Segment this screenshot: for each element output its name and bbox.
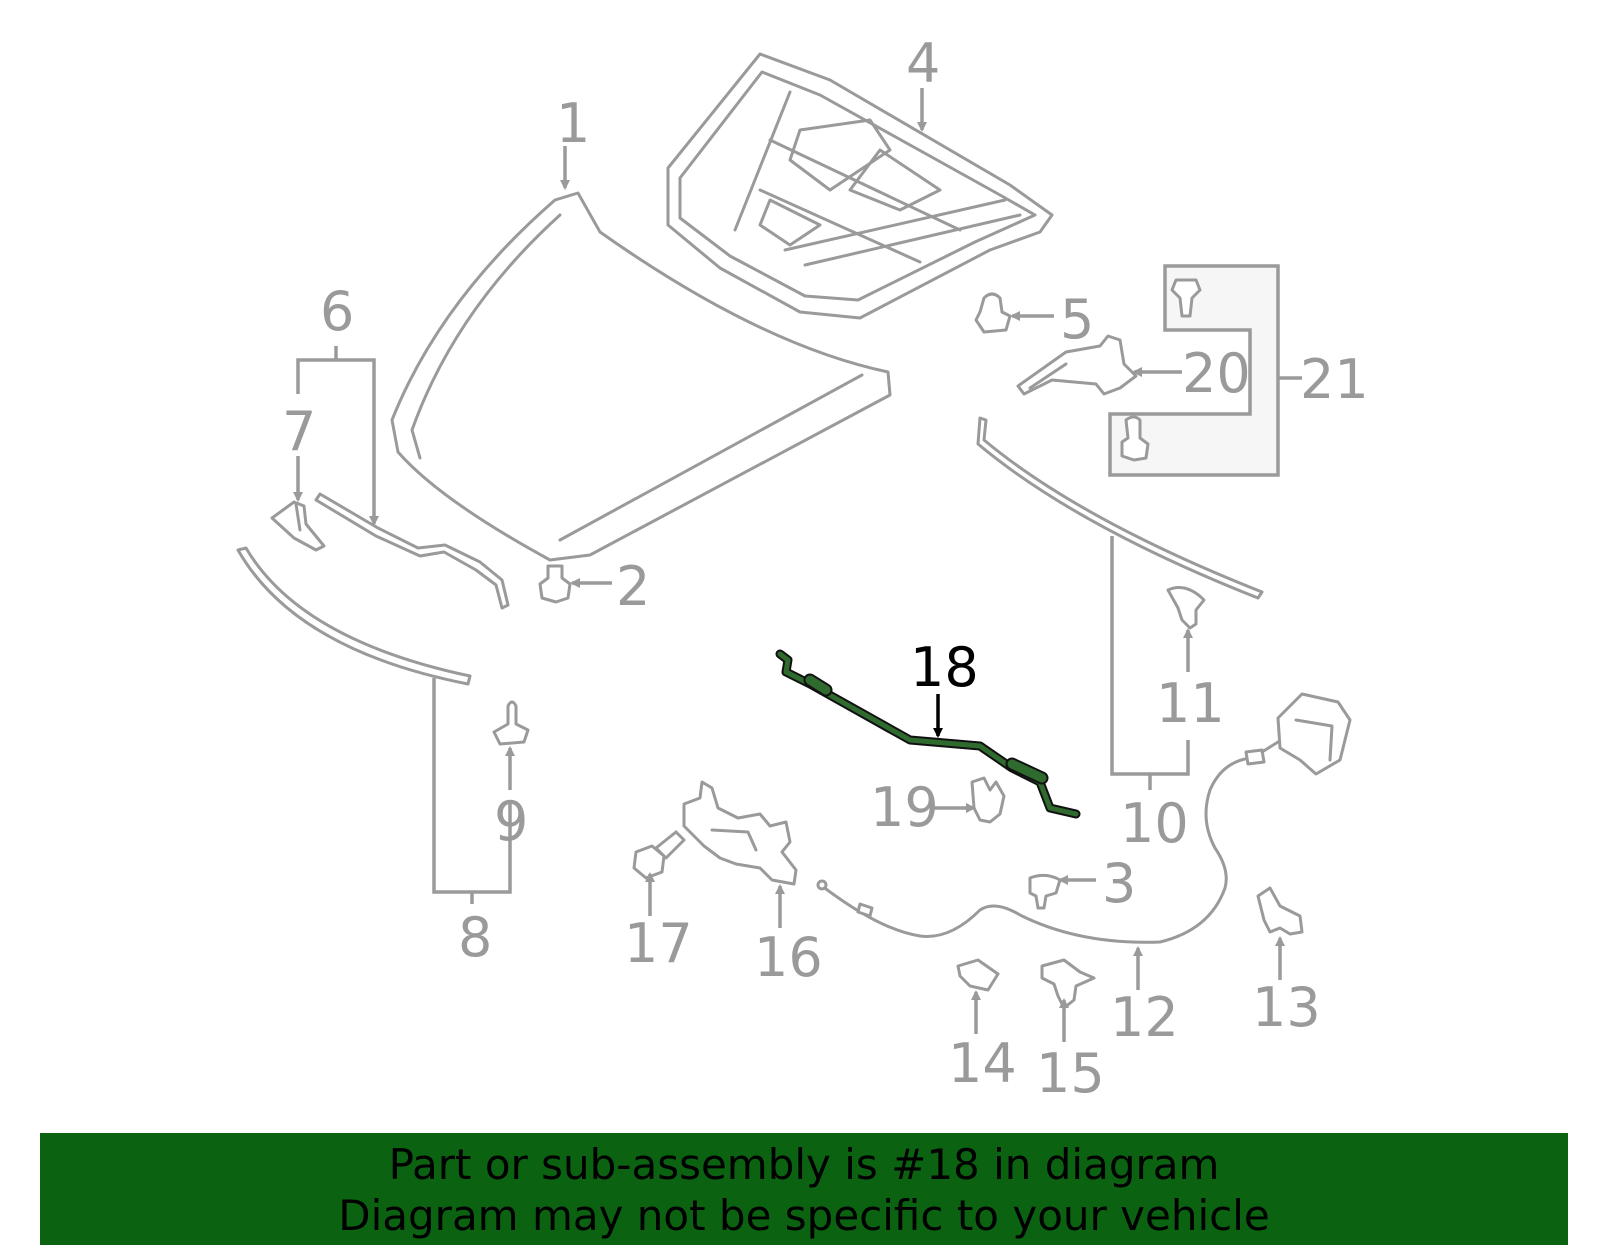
retainer-part-5[interactable]	[974, 292, 1012, 334]
callout-20: 20	[1182, 342, 1251, 405]
callout-16: 16	[754, 926, 823, 989]
clip-part-11[interactable]	[1166, 586, 1206, 630]
callout-17: 17	[624, 912, 693, 975]
banner-line-2: Diagram may not be specific to your vehi…	[338, 1191, 1270, 1240]
callout-3: 3	[1102, 852, 1136, 915]
hood-insulator-part[interactable]	[666, 52, 1054, 320]
callout-2: 2	[616, 555, 650, 618]
clip-part-7[interactable]	[270, 500, 326, 552]
callout-8: 8	[458, 906, 492, 969]
callout-21: 21	[1300, 348, 1369, 411]
callout-19: 19	[870, 776, 939, 839]
callout-10: 10	[1120, 792, 1189, 855]
clip-part-14[interactable]	[956, 958, 1000, 992]
callout-6: 6	[320, 280, 354, 343]
banner-line-1: Part or sub-assembly is #18 in diagram	[388, 1140, 1220, 1189]
hood-latch-part[interactable]	[1260, 692, 1352, 776]
bolt-part-17[interactable]	[632, 830, 686, 880]
callout-4: 4	[906, 32, 940, 95]
callout-15: 15	[1036, 1042, 1105, 1105]
hood-prop-rod-part-18[interactable]	[775, 649, 1081, 819]
callout-14: 14	[948, 1032, 1017, 1095]
clip-part-13[interactable]	[1256, 886, 1304, 936]
callout-5: 5	[1060, 288, 1094, 351]
hood-bumper-part[interactable]	[538, 564, 572, 604]
info-banner: Part or sub-assembly is #18 in diagram D…	[40, 1133, 1568, 1245]
callout-13: 13	[1252, 976, 1321, 1039]
callout-18: 18	[910, 636, 979, 699]
seal-part-10[interactable]	[976, 416, 1264, 600]
callout-9: 9	[494, 790, 528, 853]
clip-part-3[interactable]	[1028, 873, 1062, 910]
callout-11: 11	[1156, 672, 1225, 735]
bracket-part-16[interactable]	[682, 780, 798, 886]
clip-part-15[interactable]	[1040, 958, 1096, 1010]
callout-12: 12	[1110, 986, 1179, 1049]
push-pin-part-9[interactable]	[492, 700, 530, 746]
seal-part-8[interactable]	[236, 546, 472, 686]
grommet-part-19[interactable]	[970, 776, 1006, 824]
bracket-kit-part-21[interactable]	[1108, 264, 1280, 477]
leader-lines	[293, 88, 1302, 1042]
callout-7: 7	[282, 400, 316, 463]
callout-numbers: 1 2 3 4 5 6 7 8 9 10 11 12 13 14 15 16 1…	[282, 32, 1369, 1105]
release-cable-part-12[interactable]	[816, 748, 1266, 944]
callout-1: 1	[556, 92, 590, 155]
hood-panel-part[interactable]	[390, 191, 892, 562]
seal-part-6[interactable]	[314, 492, 510, 610]
